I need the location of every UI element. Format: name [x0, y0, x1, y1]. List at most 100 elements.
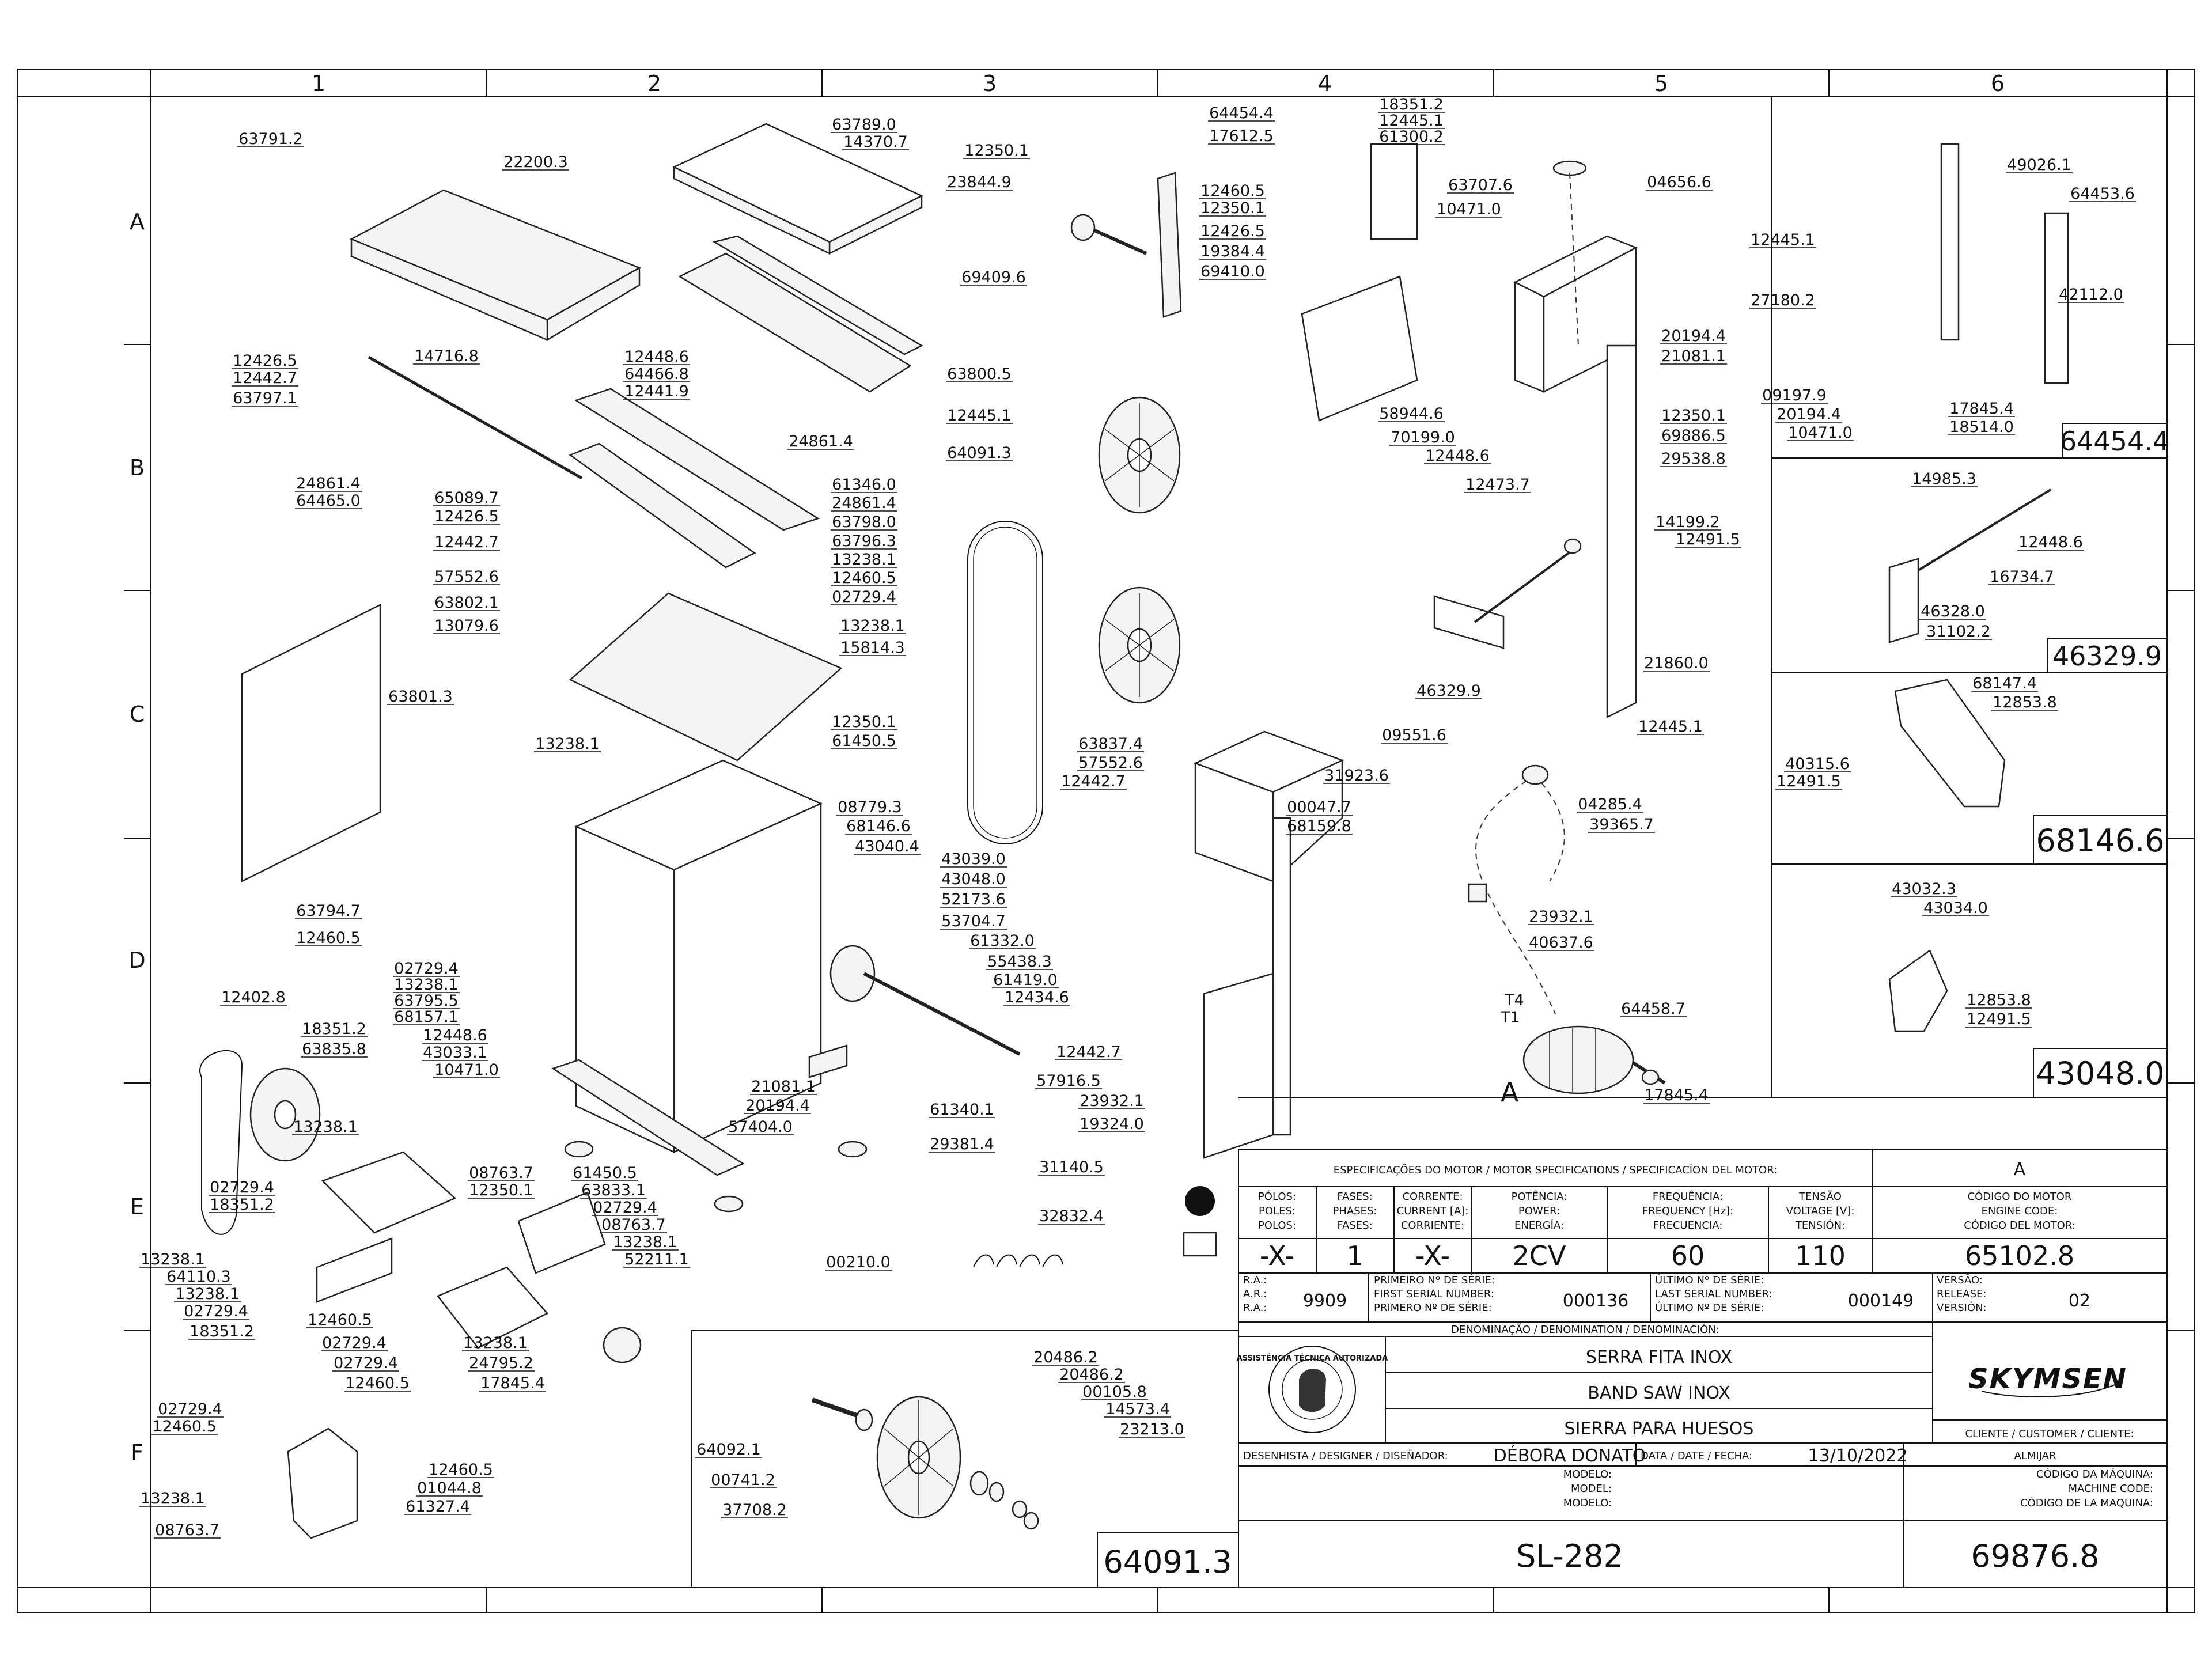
part-number-text: 12426.5	[233, 352, 297, 370]
part-number-text: 70199.0	[1391, 429, 1455, 446]
poles-label-en: POLES:	[1259, 1205, 1296, 1217]
part-label-02729-4: 02729.4	[332, 1354, 399, 1372]
part-label-61332-0: 61332.0	[969, 932, 1036, 950]
part-number-text: 20486.2	[1059, 1366, 1124, 1384]
part-number-text: 08779.3	[838, 798, 902, 816]
part-label-57552-6: 57552.6	[433, 568, 500, 586]
row-label-b: B	[130, 455, 145, 480]
part-label-16734-7: 16734.7	[1988, 568, 2055, 586]
part-label-14716-8: 14716.8	[413, 347, 480, 365]
part-number-text: 14716.8	[414, 347, 479, 365]
frequency-value: 60	[1671, 1240, 1705, 1271]
model-label-pt: MODELO:	[1563, 1468, 1612, 1480]
part-label-42112-0: 42112.0	[2058, 286, 2124, 304]
terminal-t4-label: T4	[1504, 991, 1524, 1009]
right-insets: 64454.4 46329.9 68146.6 43048.0	[1238, 97, 2169, 1098]
part-number-text: 43039.0	[941, 850, 1006, 868]
part-number-text: 49026.1	[2007, 156, 2071, 174]
part-number-text: 29381.4	[930, 1135, 994, 1153]
part-label-18351-2: 18351.2	[209, 1196, 275, 1214]
part-label-61419-0: 61419.0	[992, 971, 1059, 989]
row-label-a: A	[130, 209, 145, 234]
part-label-12460-5: 12460.5	[151, 1418, 218, 1435]
part-number-text: 57404.0	[728, 1118, 793, 1136]
part-number-text: 01044.8	[417, 1479, 482, 1497]
part-number-text: 12448.6	[1425, 447, 1490, 465]
part-label-64458-7: 64458.7	[1620, 1000, 1687, 1018]
part-label-37708-2: 37708.2	[721, 1501, 788, 1519]
part-number-text: 19384.4	[1200, 243, 1265, 260]
part-number-text: 63837.4	[1078, 735, 1143, 753]
col-label-3: 3	[983, 71, 997, 96]
part-label-00105-8: 00105.8	[1081, 1383, 1148, 1401]
part-number-text: 13238.1	[175, 1285, 240, 1303]
title-block: ESPECIFICAÇÕES DO MOTOR / MOTOR SPECIFIC…	[1237, 1149, 2168, 1588]
part-number-text: 63707.6	[1448, 176, 1513, 194]
inset-title-64454-4: 64454.4	[2060, 426, 2169, 457]
part-label-14573-4: 14573.4	[1104, 1400, 1171, 1418]
part-label-12445-1: 12445.1	[1749, 231, 1816, 249]
part-number-text: 20194.4	[745, 1097, 810, 1115]
power-label-es: ENERGÍA:	[1514, 1219, 1564, 1232]
part-label-64092-1: 64092.1	[695, 1441, 762, 1459]
current-label-es: CORRIENTE:	[1401, 1219, 1464, 1232]
part-number-text: 12491.5	[1967, 1010, 2031, 1028]
frequency-label-es: FRECUENCIA:	[1653, 1219, 1723, 1232]
part-number-text: 12448.6	[624, 348, 689, 366]
part-label-12460-5: 12460.5	[295, 929, 362, 947]
part-label-10471-0: 10471.0	[433, 1061, 500, 1079]
ra-label-en: A.R.:	[1243, 1288, 1267, 1300]
date-value: 13/10/2022	[1808, 1446, 1908, 1466]
part-number-text: 24795.2	[469, 1354, 533, 1372]
part-label-15814-3: 15814.3	[839, 639, 906, 657]
part-label-27180-2: 27180.2	[1749, 291, 1816, 309]
part-number-text: 12853.8	[1967, 991, 2031, 1009]
part-label-61450-5: 61450.5	[571, 1164, 638, 1182]
part-number-text: 08763.7	[601, 1216, 666, 1234]
part-number-text: 12460.5	[429, 1461, 493, 1479]
part-number-text: 31923.6	[1324, 767, 1389, 785]
part-number-text: 57552.6	[434, 568, 499, 586]
part-number-text: 63794.7	[296, 902, 361, 920]
part-label-13238-1: 13238.1	[612, 1233, 679, 1251]
row-label-d: D	[128, 948, 145, 973]
phases-label-en: PHASES:	[1333, 1205, 1377, 1217]
part-number-text: 63835.8	[302, 1040, 366, 1058]
part-label-02729-4: 02729.4	[209, 1179, 275, 1196]
part-label-64091-3: 64091.3	[946, 444, 1013, 462]
part-number-text: 43040.4	[855, 838, 919, 855]
part-number-text: 37708.2	[722, 1501, 787, 1519]
part-number-text: 63791.2	[238, 130, 303, 148]
release-label-en: RELEASE:	[1937, 1288, 1986, 1300]
poles-label-es: POLOS:	[1258, 1219, 1296, 1232]
col-label-5: 5	[1654, 71, 1668, 96]
part-label-18351-2: 18351.2	[301, 1020, 368, 1038]
part-number-text: 23213.0	[1120, 1421, 1184, 1438]
bottom-inset: 64091.3	[691, 1330, 1239, 1588]
poles-value: -X-	[1260, 1240, 1294, 1271]
date-label: DATA / DATE / FECHA:	[1641, 1450, 1752, 1462]
part-number-text: 14199.2	[1656, 513, 1720, 531]
part-label-46328-0: 46328.0	[1919, 603, 1986, 620]
part-label-57552-6: 57552.6	[1077, 754, 1144, 772]
ra-label-pt: R.A.:	[1243, 1274, 1267, 1286]
part-number-text: 12853.8	[1993, 694, 2057, 711]
part-number-text: 21860.0	[1644, 654, 1709, 672]
part-label-61450-5: 61450.5	[831, 732, 897, 750]
part-number-text: 12350.1	[469, 1181, 533, 1199]
part-label-32832-4: 32832.4	[1038, 1207, 1105, 1225]
row-ticks	[124, 344, 2195, 1331]
part-label-68159-8: 68159.8	[1286, 817, 1353, 835]
part-label-09197-9: 09197.9	[1761, 387, 1828, 404]
current-label-pt: CORRENTE:	[1402, 1191, 1463, 1203]
part-number-text: 22200.3	[503, 153, 568, 171]
part-number-text: 21081.1	[751, 1078, 816, 1096]
part-number-text: 63796.3	[832, 532, 896, 550]
part-label-12460-5: 12460.5	[831, 569, 897, 587]
first-serial-label-en: FIRST SERIAL NUMBER:	[1374, 1288, 1494, 1300]
part-label-23932-1: 23932.1	[1078, 1092, 1145, 1110]
designer-label: DESENHISTA / DESIGNER / DISEÑADOR:	[1243, 1449, 1448, 1462]
part-number-text: 13238.1	[832, 551, 896, 569]
part-label-22200-3: 22200.3	[502, 153, 569, 171]
